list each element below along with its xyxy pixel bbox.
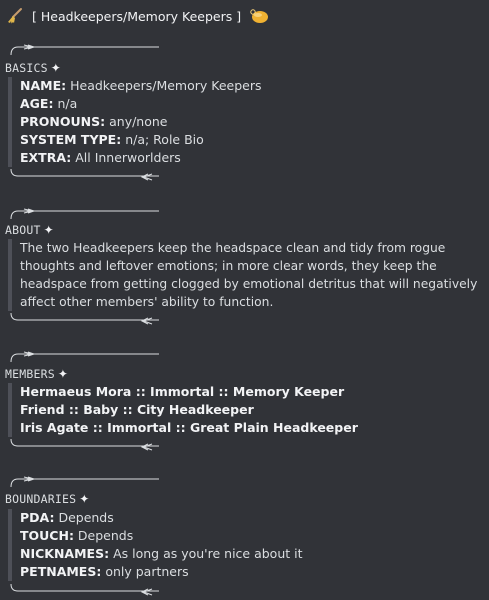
soap-icon bbox=[250, 9, 269, 23]
member-row: Friend :: Baby :: City Headkeeper bbox=[20, 402, 254, 417]
boundaries-heading-text: BOUNDARIES bbox=[5, 492, 77, 506]
members-heading-text: MEMBERS bbox=[5, 367, 55, 381]
members-heading: MEMBERS✦ bbox=[5, 367, 68, 381]
about-heading: ABOUT✦ bbox=[5, 223, 54, 237]
divider-bottom-icon bbox=[10, 312, 159, 325]
sparkle-icon: ✦ bbox=[50, 61, 62, 75]
about-text: The two Headkeepers keep the headspace c… bbox=[20, 241, 478, 309]
basics-block: NAME: Headkeepers/Memory Keepers AGE: n/… bbox=[8, 77, 262, 167]
basics-row-system-type: SYSTEM TYPE: n/a; Role Bio bbox=[20, 132, 204, 147]
sparkle-icon: ✦ bbox=[43, 223, 54, 237]
sparkle-icon: ✦ bbox=[57, 367, 69, 381]
divider-bottom-icon bbox=[10, 438, 159, 451]
basics-row-age: AGE: n/a bbox=[20, 96, 78, 111]
boundaries-row-pda: PDA: Depends bbox=[20, 510, 114, 525]
divider-top-icon bbox=[10, 44, 159, 56]
divider-top-icon bbox=[10, 208, 159, 220]
divider-top-icon bbox=[10, 351, 159, 363]
broom-icon bbox=[8, 8, 22, 24]
title-row: [ Headkeepers/Memory Keepers ] bbox=[6, 6, 269, 26]
member-row: Iris Agate :: Immortal :: Great Plain He… bbox=[20, 420, 358, 435]
page-title: [ Headkeepers/Memory Keepers ] bbox=[32, 8, 242, 24]
member-row: Hermaeus Mora :: Immortal :: Memory Keep… bbox=[20, 384, 345, 399]
boundaries-heading: BOUNDARIES✦ bbox=[5, 492, 90, 506]
basics-row-pronouns: PRONOUNS: any/none bbox=[20, 114, 168, 129]
sparkle-icon: ✦ bbox=[79, 492, 90, 506]
divider-bottom-icon bbox=[10, 168, 159, 181]
boundaries-row-nicknames: NICKNAMES: As long as you're nice about … bbox=[20, 546, 303, 561]
about-block: The two Headkeepers keep the headspace c… bbox=[8, 239, 488, 311]
basics-heading: BASICS✦ bbox=[5, 61, 61, 75]
basics-row-extra: EXTRA: All Innerworlders bbox=[20, 150, 181, 165]
basics-heading-text: BASICS bbox=[5, 61, 48, 75]
boundaries-block: PDA: Depends TOUCH: Depends NICKNAMES: A… bbox=[8, 509, 303, 581]
boundaries-row-touch: TOUCH: Depends bbox=[20, 528, 134, 543]
divider-bottom-icon bbox=[10, 583, 159, 596]
about-heading-text: ABOUT bbox=[5, 223, 41, 237]
divider-top-icon bbox=[10, 476, 159, 488]
members-block: Hermaeus Mora :: Immortal :: Memory Keep… bbox=[8, 383, 358, 437]
basics-row-name: NAME: Headkeepers/Memory Keepers bbox=[20, 78, 262, 93]
boundaries-row-petnames: PETNAMES: only partners bbox=[20, 564, 189, 579]
